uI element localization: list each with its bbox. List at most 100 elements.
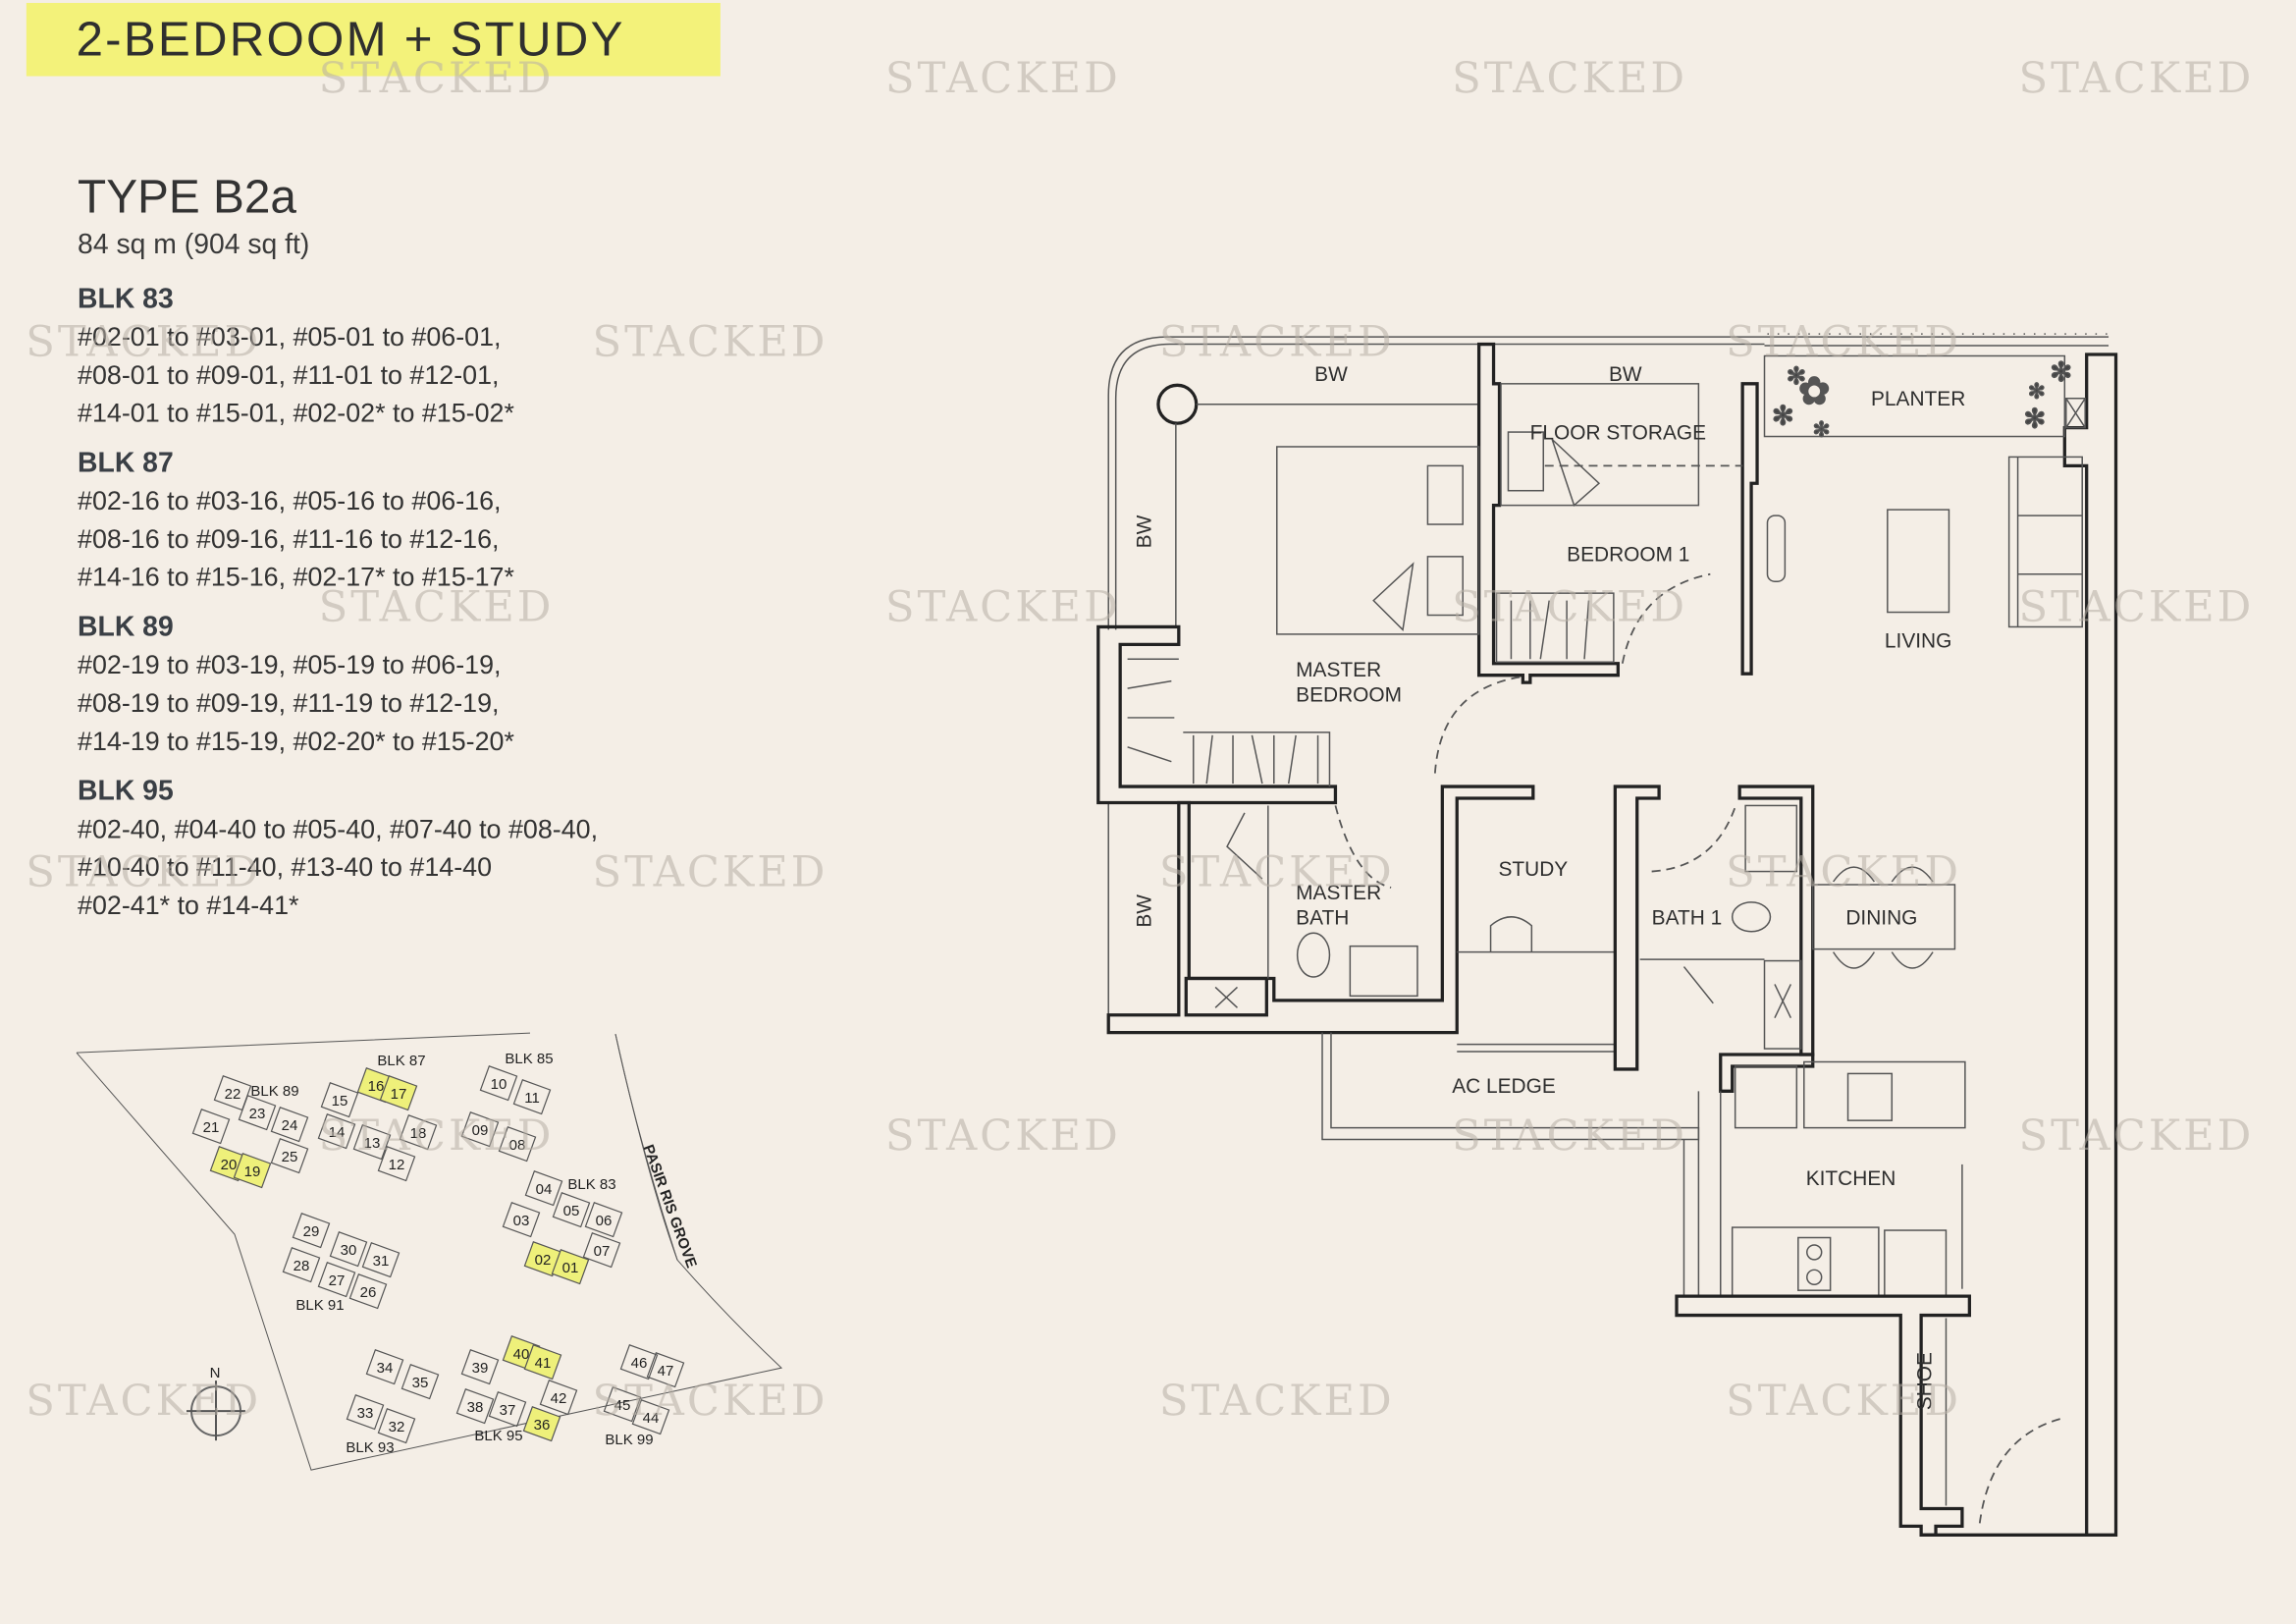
toilet-icon bbox=[1296, 932, 1331, 978]
bedroom-window bbox=[1766, 514, 1787, 582]
basin-icon bbox=[1214, 986, 1239, 1008]
site-unit-number: 20 bbox=[221, 1157, 238, 1173]
site-unit-number: 05 bbox=[563, 1203, 580, 1219]
site-boundary bbox=[76, 1032, 783, 1471]
unit-type: TYPE B2a bbox=[78, 170, 296, 223]
label-ac-ledge: AC LEDGE bbox=[1452, 1075, 1556, 1098]
vanity bbox=[1184, 976, 1268, 1017]
site-unit-number: 15 bbox=[332, 1093, 348, 1110]
site-unit: 02 bbox=[523, 1241, 562, 1277]
plant-icons: ✻ ✿ ✻ ✻ ✻ ✻ ✻ bbox=[1771, 356, 2072, 442]
site-unit-number: 27 bbox=[329, 1272, 346, 1289]
site-unit: 06 bbox=[584, 1202, 623, 1238]
site-unit: 25 bbox=[270, 1138, 309, 1174]
site-unit-number: 39 bbox=[472, 1360, 489, 1377]
site-unit-number: 33 bbox=[357, 1405, 374, 1422]
site-unit-number: 16 bbox=[368, 1078, 385, 1095]
north-compass-icon: N bbox=[187, 1365, 246, 1441]
site-unit: 42 bbox=[539, 1380, 578, 1416]
sofa-cushions bbox=[2016, 457, 2083, 627]
unit-range: #02-19 to #03-19, #05-19 to #06-19, bbox=[78, 650, 502, 680]
site-unit-highlight bbox=[379, 1075, 418, 1111]
site-unit-outline bbox=[399, 1114, 438, 1151]
site-unit: 30 bbox=[329, 1231, 368, 1268]
pillow bbox=[1426, 556, 1464, 617]
site-block-label: BLK 87 bbox=[377, 1053, 425, 1069]
site-unit-outline bbox=[348, 1273, 388, 1310]
unit-range: #02-40, #04-40 to #05-40, #07-40 to #08-… bbox=[78, 814, 599, 844]
svg-text:✻: ✻ bbox=[2024, 405, 2047, 434]
site-unit-outline bbox=[603, 1386, 642, 1423]
site-unit-number: 26 bbox=[360, 1284, 377, 1301]
site-block-label: BLK 91 bbox=[295, 1297, 344, 1314]
dining-table bbox=[1811, 884, 1956, 950]
site-unit: 28 bbox=[282, 1247, 321, 1283]
site-unit-highlight bbox=[551, 1249, 590, 1285]
site-unit: 07 bbox=[582, 1232, 621, 1269]
wardrobe bbox=[1495, 592, 1615, 663]
site-unit: 11 bbox=[512, 1079, 552, 1115]
entrance-door-swing bbox=[1978, 1417, 2065, 1524]
door-swing bbox=[1651, 802, 1738, 873]
label-bw: BW bbox=[1609, 363, 1642, 386]
site-unit-outline bbox=[646, 1352, 685, 1388]
coffee-table bbox=[1887, 509, 1950, 614]
dining-chairs bbox=[1832, 866, 1934, 969]
site-unit-number: 22 bbox=[225, 1086, 241, 1103]
site-unit-outline bbox=[512, 1079, 552, 1115]
unit-range: #14-16 to #15-16, #02-17* to #15-17* bbox=[78, 562, 514, 592]
site-unit: 09 bbox=[460, 1111, 500, 1148]
bed-fold bbox=[1372, 562, 1415, 632]
site-unit: 46 bbox=[619, 1344, 659, 1380]
site-unit-outline bbox=[400, 1364, 440, 1400]
road-edge bbox=[614, 1034, 678, 1261]
shower bbox=[1763, 959, 1802, 1050]
site-unit: 32 bbox=[377, 1408, 416, 1444]
balcony-outline-inner bbox=[1114, 343, 1765, 630]
wardrobe-hangers bbox=[1510, 600, 1590, 660]
block-list: BLK 83 #02-01 to #03-01, #05-01 to #06-0… bbox=[78, 281, 751, 937]
site-unit-number: 34 bbox=[377, 1360, 394, 1377]
site-unit-number: 30 bbox=[341, 1242, 357, 1259]
site-unit: 35 bbox=[400, 1364, 440, 1400]
site-unit-number: 14 bbox=[329, 1124, 346, 1141]
label-bw: BW bbox=[1133, 514, 1155, 548]
label-master-bedroom: BEDROOM bbox=[1296, 684, 1402, 707]
unit-range: #08-19 to #09-19, #11-19 to #12-19, bbox=[78, 688, 500, 718]
site-unit: 23 bbox=[238, 1095, 277, 1131]
site-unit: 26 bbox=[348, 1273, 388, 1310]
kitchen-counter bbox=[1803, 1060, 1966, 1129]
site-unit-number: 04 bbox=[536, 1181, 553, 1198]
shower-mark bbox=[1639, 958, 1792, 1019]
label-bw: BW bbox=[1133, 894, 1155, 928]
site-unit-number: 45 bbox=[614, 1397, 631, 1414]
site-unit: 47 bbox=[646, 1352, 685, 1388]
site-unit-outline bbox=[584, 1202, 623, 1238]
block-name: BLK 95 bbox=[78, 776, 174, 807]
site-unit: 38 bbox=[455, 1388, 495, 1425]
window-box bbox=[2065, 397, 2086, 429]
site-unit-outline bbox=[377, 1408, 416, 1444]
site-unit: 31 bbox=[361, 1242, 400, 1278]
site-unit-outline bbox=[317, 1113, 356, 1150]
site-unit: 24 bbox=[270, 1107, 309, 1143]
basin bbox=[1744, 804, 1798, 873]
site-unit-outline bbox=[524, 1170, 563, 1207]
site-unit: 33 bbox=[346, 1394, 385, 1431]
site-unit-number: 40 bbox=[513, 1346, 530, 1363]
site-unit-outline bbox=[329, 1231, 368, 1268]
road-label: PASIR RIS GROVE bbox=[640, 1143, 700, 1271]
block-83: BLK 83 #02-01 to #03-01, #05-01 to #06-0… bbox=[78, 281, 751, 432]
site-unit-highlight bbox=[233, 1153, 272, 1189]
site-unit-outline bbox=[191, 1109, 231, 1145]
site-unit-number: 38 bbox=[467, 1399, 484, 1416]
unit-range: #02-01 to #03-01, #05-01 to #06-01, bbox=[78, 322, 502, 352]
site-unit-number: 32 bbox=[389, 1419, 405, 1435]
site-unit-outline bbox=[631, 1399, 670, 1435]
master-bed bbox=[1276, 446, 1480, 635]
block-87: BLK 87 #02-16 to #03-16, #05-16 to #06-1… bbox=[78, 445, 751, 596]
label-living: LIVING bbox=[1885, 629, 1951, 652]
pillow bbox=[1507, 431, 1545, 492]
site-unit: 37 bbox=[488, 1391, 527, 1428]
site-unit-number: 46 bbox=[631, 1355, 648, 1372]
